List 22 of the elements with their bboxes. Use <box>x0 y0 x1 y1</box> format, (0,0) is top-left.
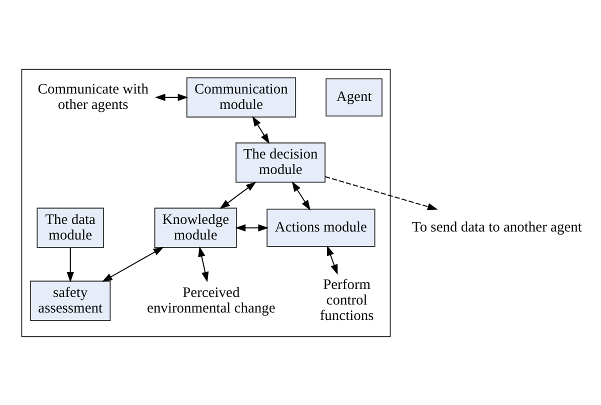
node-text: Perceived environmental change <box>146 284 275 316</box>
arrow <box>326 244 338 274</box>
arrow <box>154 93 188 100</box>
arrow <box>198 246 208 282</box>
node-text: To send data to another agent <box>411 219 582 236</box>
node-box: Communication module <box>186 76 296 118</box>
arrow <box>219 181 256 209</box>
node-box: safety assessment <box>29 280 110 321</box>
arrow <box>324 176 438 210</box>
node-box: Actions module <box>266 208 375 246</box>
arrow <box>234 224 268 231</box>
arrow <box>252 116 270 144</box>
node-box: Knowledge module <box>154 207 237 248</box>
node-box: The decision module <box>235 142 326 182</box>
arrow <box>291 180 310 210</box>
cluster <box>20 68 390 337</box>
node-text: Perform control functions <box>319 276 374 324</box>
node-box: Agent <box>325 78 382 116</box>
arrow <box>66 247 74 282</box>
node-box: The data module <box>36 207 104 248</box>
arrow <box>101 246 164 282</box>
node-text: Communicate with other agents <box>37 80 148 112</box>
